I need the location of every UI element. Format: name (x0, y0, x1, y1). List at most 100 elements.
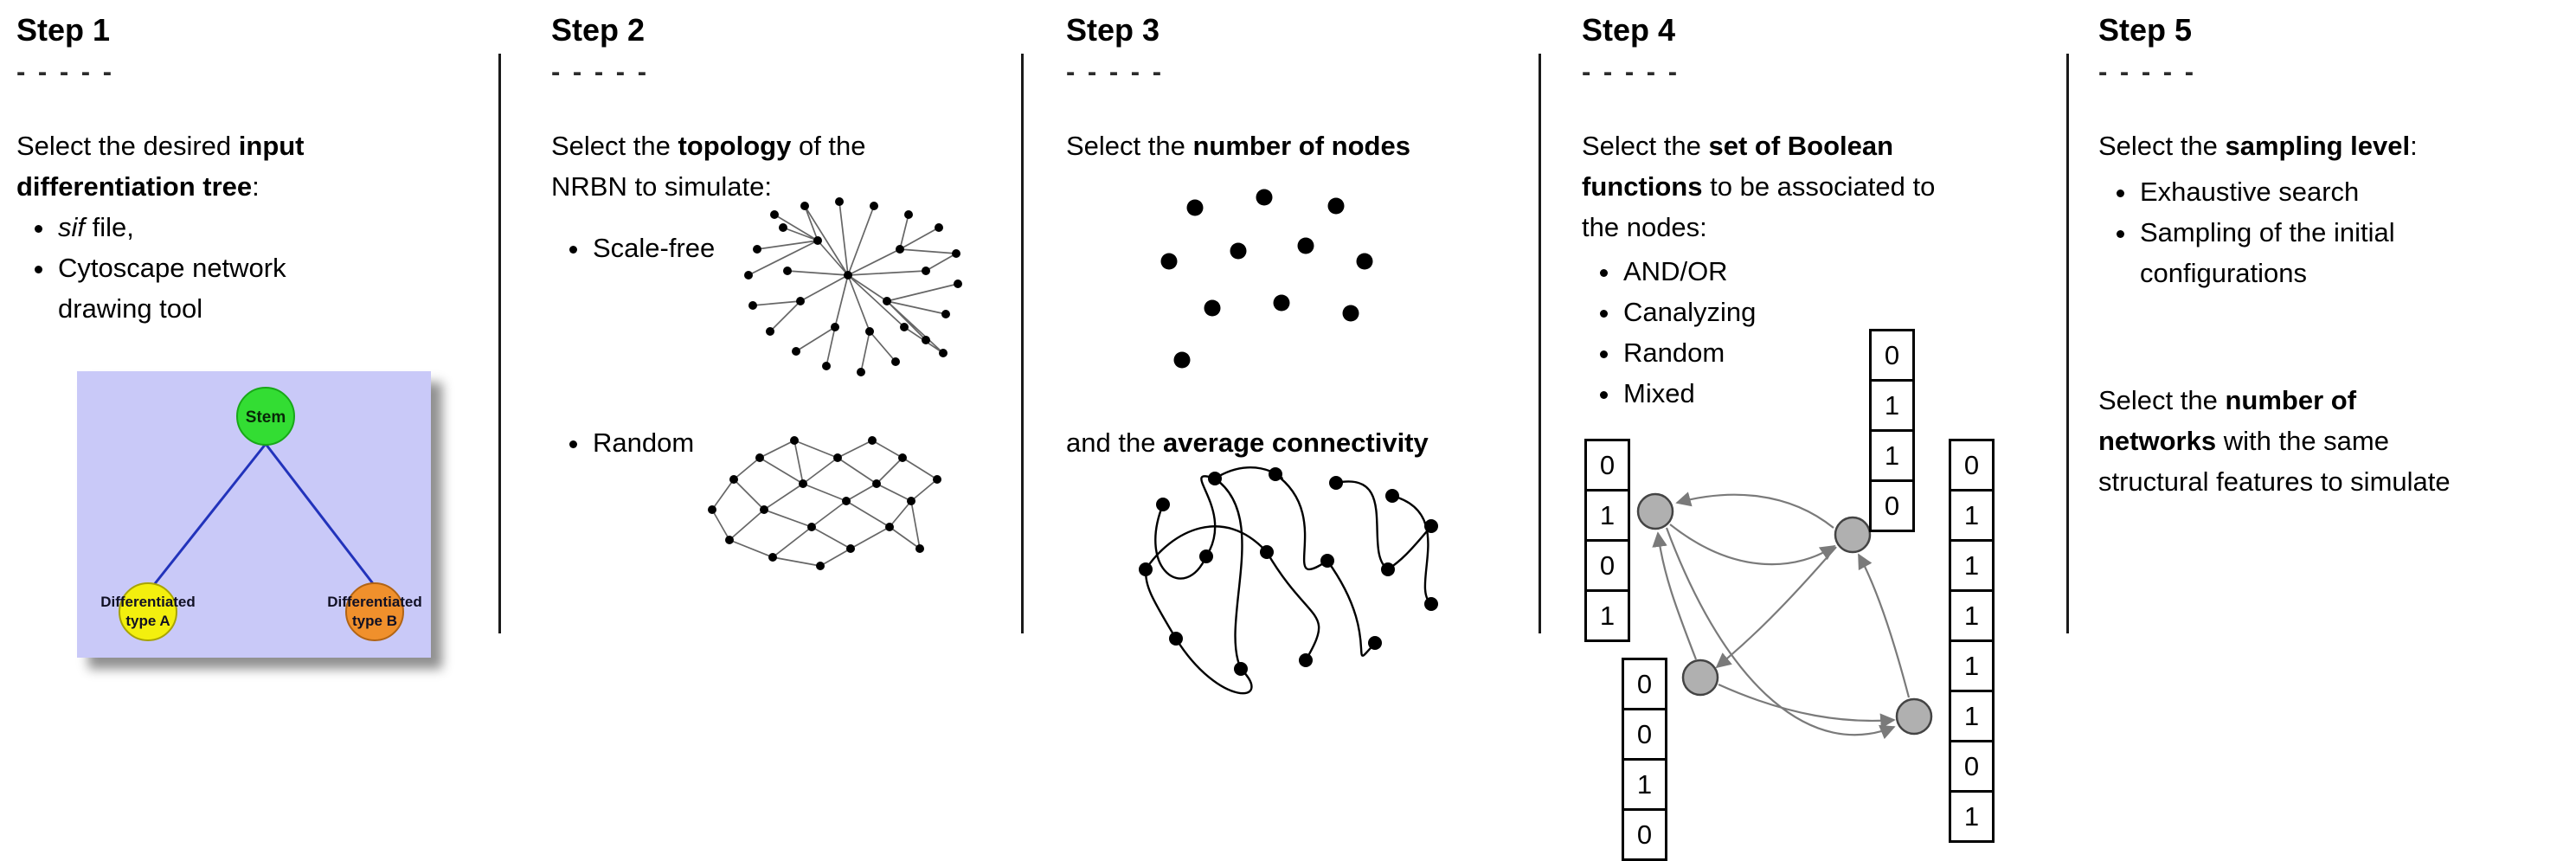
step-3-connectivity-line: and the average connectivity (1066, 422, 1429, 463)
intro-bold: sampling level (2225, 131, 2411, 162)
step-5-column: Step 5 - - - - - Select the sampling lev… (2098, 12, 2570, 497)
differentiation-tree-graphic: Stem Differentiated type A Differentiate… (77, 371, 431, 658)
intro-text: and the (1066, 427, 1164, 458)
column-divider (498, 54, 501, 633)
intro-bold: set of Boolean (1708, 131, 1894, 162)
type-b-label-line1: Differentiated (327, 594, 422, 610)
truth-table-cell: 0 (1869, 329, 1915, 382)
column-divider (1539, 54, 1541, 633)
truth-table-cell: 0 (1584, 539, 1630, 592)
network-nodes (744, 197, 962, 376)
connectivity-network-graphic (1124, 457, 1446, 712)
step-5-bullet-list: Exhaustive search Sampling of the initia… (2098, 171, 2554, 293)
step-4-column: Step 4 - - - - - Select the set of Boole… (1582, 12, 2056, 861)
truth-table-cell: 0 (1949, 740, 1995, 793)
step-3-nodes-line: Select the number of nodes (1066, 125, 1533, 166)
step-5-title: Step 5 (2098, 12, 2193, 48)
truth-table-right: 0 1 1 1 1 1 0 1 (1949, 439, 1995, 843)
intro-bold: average connectivity (1163, 427, 1429, 458)
type-a-node (119, 582, 177, 641)
intro-text: structural features to simulate (2098, 466, 2451, 497)
bullet-item: Cytoscape network drawing tool (56, 247, 368, 329)
intro-text: Select the (2098, 131, 2226, 162)
intro-text: Select the (551, 131, 678, 162)
type-a-label-line1: Differentiated (100, 594, 196, 610)
truth-table-cell: 1 (1949, 489, 1995, 542)
step-2-title: Step 2 (551, 12, 646, 48)
intro-text: of the (791, 131, 866, 162)
network-nodes (708, 436, 941, 570)
intro-bold: differentiation tree (16, 171, 253, 202)
bullet-item: Random (1622, 332, 1881, 373)
scatter-dots (1160, 189, 1373, 369)
scale-free-network-graphic (723, 189, 975, 388)
step-2-bullet-random: Random (551, 422, 851, 463)
truth-table-cell: 1 (1869, 429, 1915, 482)
network-edges (711, 440, 938, 567)
truth-table-cell: 1 (1622, 758, 1667, 811)
tangle-dots (1139, 467, 1438, 676)
intro-text: with the same (2216, 426, 2389, 456)
bullet-item: Exhaustive search (2138, 171, 2554, 212)
boolean-network-arrows (1652, 492, 1911, 740)
bullet-item: Canalyzing (1622, 292, 1881, 332)
bullet-text-italic: sif (58, 212, 85, 243)
step-2-dashes: - - - - - (551, 56, 650, 87)
type-a-label-line2: type A (125, 613, 170, 629)
truth-table-cell: 1 (1949, 589, 1995, 642)
step-1-intro: Select the desired input differentiation … (16, 125, 397, 207)
step-3-column: Step 3 - - - - - Select the number of no… (1066, 12, 1533, 695)
step-1-column: Step 1 - - - - - Select the desired inpu… (16, 12, 488, 658)
truth-table-cell: 0 (1869, 479, 1915, 532)
network-edges (748, 201, 959, 373)
step-4-bullet-list: AND/OR Canalyzing Random Mixed (1582, 251, 1881, 414)
truth-table-cell: 1 (1584, 589, 1630, 642)
truth-table-left: 0 1 0 1 (1584, 439, 1630, 642)
step-1-dashes: - - - - - (16, 56, 115, 87)
truth-table-cell: 0 (1622, 808, 1667, 861)
intro-bold: number of (2225, 385, 2357, 415)
bullet-item: AND/OR (1622, 251, 1881, 292)
stem-node-label: Stem (246, 408, 286, 427)
bullet-item: Random (591, 422, 851, 463)
intro-text: to be associated to (1702, 171, 1936, 202)
intro-text: Select the (2098, 385, 2226, 415)
step-3-title: Step 3 (1066, 12, 1160, 48)
intro-bold: networks (2098, 426, 2217, 456)
intro-text: NRBN to simulate: (551, 171, 772, 202)
truth-table-bottom-left: 0 0 1 0 (1622, 658, 1667, 861)
step-4-dashes: - - - - - (1582, 56, 1680, 87)
bullet-text: file, (85, 212, 134, 243)
intro-bold: functions (1582, 171, 1703, 202)
truth-table-cell: 1 (1584, 489, 1630, 542)
tree-edges (151, 443, 376, 587)
random-network-graphic (691, 410, 954, 588)
intro-bold: input (238, 131, 305, 162)
stem-node (236, 387, 295, 446)
bullet-item: Mixed (1622, 373, 1881, 414)
truth-table-cell: 0 (1949, 439, 1995, 492)
column-divider (1021, 54, 1024, 633)
type-b-label-line2: type B (352, 613, 397, 629)
step-2-column: Step 2 - - - - - Select the topology of … (551, 12, 1014, 570)
truth-table-cell: 1 (1949, 790, 1995, 843)
intro-text: Select the desired (16, 131, 239, 162)
intro-bold: number of nodes (1192, 131, 1410, 162)
truth-table-cell: 0 (1584, 439, 1630, 492)
truth-table-cell: 1 (1869, 379, 1915, 432)
nodes-scatter-graphic (1134, 189, 1382, 386)
intro-text: : (2410, 131, 2418, 162)
intro-text: the nodes: (1582, 212, 1707, 243)
intro-text: Select the (1582, 131, 1709, 162)
bullet-item: sif file, (56, 207, 368, 247)
intro-text: Select the (1066, 131, 1193, 162)
intro-text: : (252, 171, 260, 202)
step-5-dashes: - - - - - (2098, 56, 2197, 87)
step-5-networks-paragraph: Select the number of networks with the sa… (2098, 380, 2570, 502)
bullet-item: Scale-free (591, 228, 851, 268)
step-1-title: Step 1 (16, 12, 111, 48)
step-3-dashes: - - - - - (1066, 56, 1165, 87)
step-2-bullet-scale-free: Scale-free (551, 228, 851, 268)
step-5-intro: Select the sampling level: (2098, 125, 2570, 166)
truth-table-cell: 0 (1622, 708, 1667, 761)
